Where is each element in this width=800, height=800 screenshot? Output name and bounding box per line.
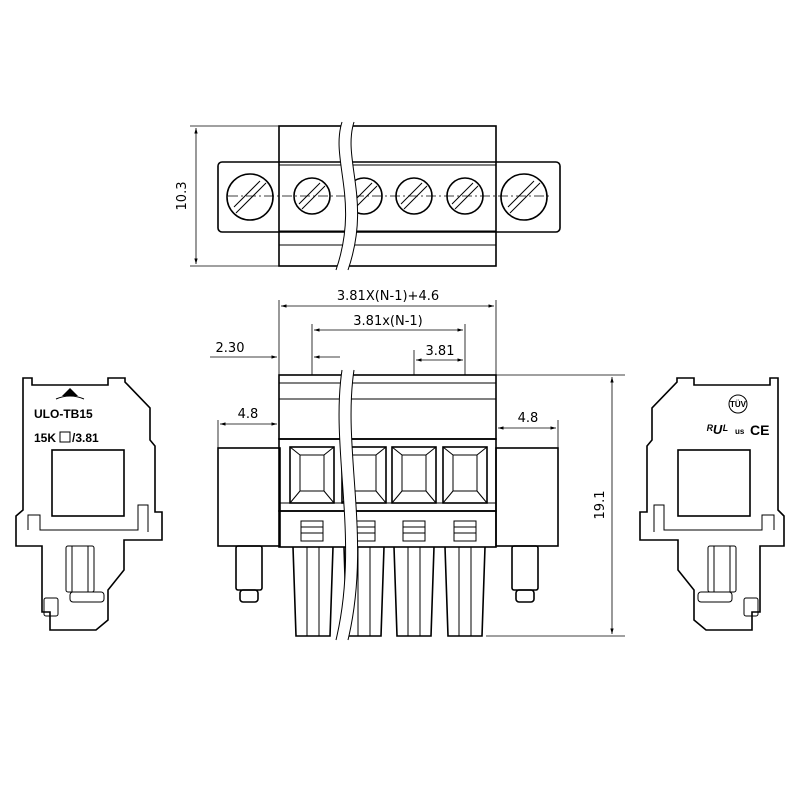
wire-entry-1 [289, 446, 335, 504]
tuv-mark-icon [728, 394, 748, 414]
pin-1 [292, 520, 334, 637]
right-side-view: TÜV ᴿUᴸ us CE [639, 377, 785, 631]
dim-flange-right: 4.8 [518, 411, 539, 426]
cert-ul: ᴿUᴸ [706, 422, 728, 437]
pin-3 [393, 520, 435, 637]
wire-entry-4 [442, 446, 488, 504]
side-label-model: ULO-TB15 [34, 407, 93, 421]
dim-pitch-span: 3.81x(N-1) [353, 314, 422, 329]
dim-pitch: 3.81 [426, 344, 455, 359]
flange-screw-left [226, 173, 274, 221]
dim-height-top: 10.3 [175, 182, 190, 211]
front-view: 3.81X(N-1)+4.6 3.81x(N-1) 2.30 3.81 4.8 … [210, 289, 625, 641]
cert-tuv: TÜV [730, 400, 747, 409]
cert-ul-suffix: us [735, 427, 745, 436]
side-label-pitch: /3.81 [72, 431, 99, 445]
flange-post-right [511, 545, 539, 603]
front-flange-left [217, 447, 281, 547]
flange-screw-right [500, 173, 548, 221]
front-flange-right [495, 447, 559, 547]
front-top-strip [278, 374, 497, 440]
top-view: 10.3 [175, 121, 561, 271]
dim-total-width: 3.81X(N-1)+4.6 [337, 289, 439, 304]
square-symbol-icon [59, 431, 71, 443]
left-side-view: ULO-TB15 15K /3.81 [15, 377, 163, 631]
front-body [278, 438, 497, 512]
dim-offset: 2.30 [216, 341, 245, 356]
flange-post-left [235, 545, 263, 603]
wire-entry-3 [391, 446, 437, 504]
top-flange [217, 161, 561, 233]
cert-ce: CE [750, 422, 769, 438]
terminal-screw-1 [293, 177, 331, 215]
dim-flange-left: 4.8 [238, 407, 259, 422]
side-label-rating: 15K [34, 431, 56, 445]
dim-height-front: 19.1 [593, 491, 608, 520]
pin-4 [444, 520, 486, 637]
brand-logo-icon [62, 388, 78, 396]
